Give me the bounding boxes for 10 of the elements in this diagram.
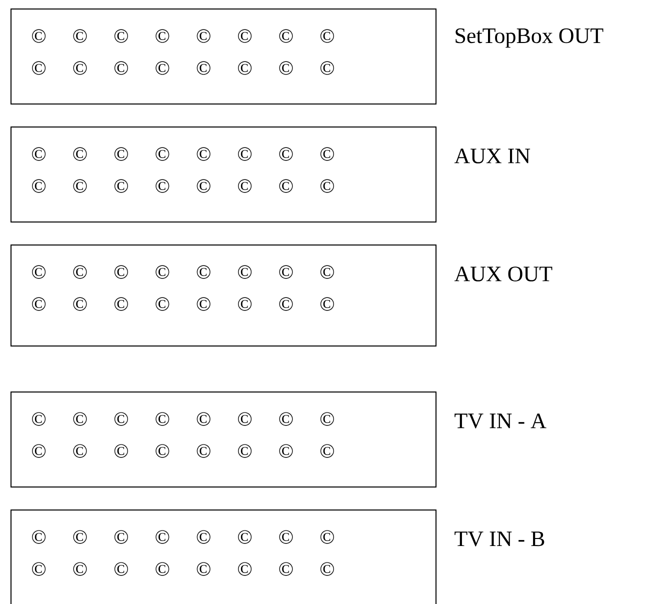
panel-label: AUX OUT [454,266,552,282]
panel-label: TV IN - A [454,414,546,428]
panel-label: AUX IN [454,148,530,164]
connector-panel: © © © © © © © © © © © © © © © © [10,244,436,346]
connector-panel: © © © © © © © © © © © © © © © © [10,126,436,222]
connector-panel: © © © © © © © © © © © © © © © © [10,510,436,604]
connector-panel: © © © © © © © © © © © © © © © © [10,392,436,488]
panel-label: SetTopBox OUT [456,28,604,48]
panel-label: TV IN - B [454,532,544,546]
connector-panel: © © © © © © © © © © © © © © © © [10,8,436,104]
